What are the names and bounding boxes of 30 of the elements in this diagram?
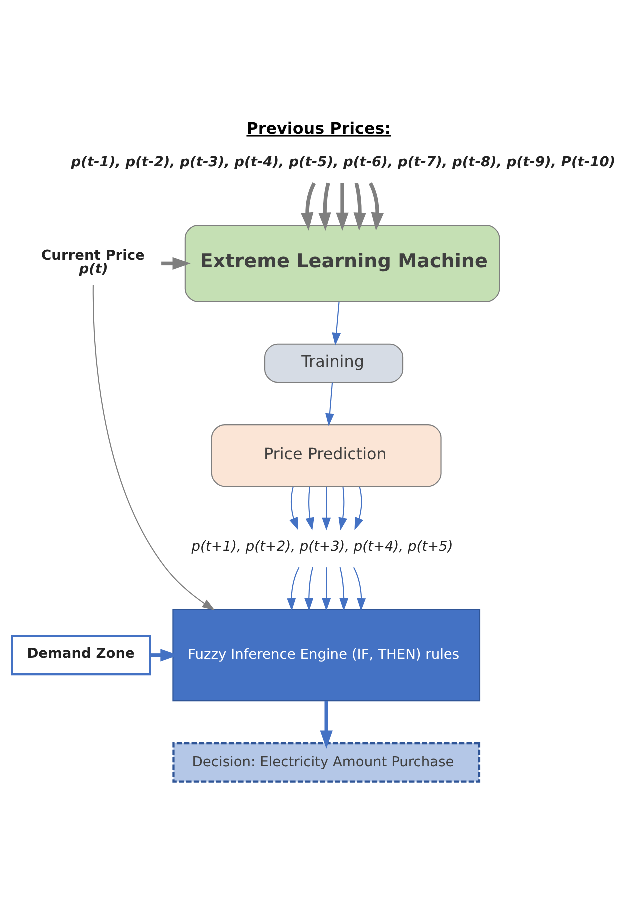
arrow bbox=[290, 486, 298, 531]
node-box: Demand Zone bbox=[11, 635, 152, 676]
arrow bbox=[368, 182, 384, 231]
node-box: Price Prediction bbox=[211, 424, 442, 488]
arrow bbox=[354, 486, 364, 531]
arrow bbox=[322, 568, 332, 612]
arrow bbox=[162, 257, 191, 270]
arrow bbox=[354, 182, 366, 231]
arrow bbox=[336, 183, 349, 231]
arrow bbox=[353, 567, 366, 612]
node-box: Extreme Learning Machine bbox=[184, 224, 500, 302]
arrow bbox=[322, 486, 332, 531]
arrow bbox=[92, 285, 216, 611]
diagram-title: Previous Prices: bbox=[246, 119, 392, 138]
arrow bbox=[320, 701, 333, 749]
node-text: p(t-1), p(t-2), p(t-3), p(t-4), p(t-5), p(t-6), p(t-7), p(t-8), p(t-9), P(t-10) bbox=[71, 154, 616, 170]
arrow bbox=[340, 567, 349, 612]
node-box: Training bbox=[264, 344, 404, 384]
node-box: Fuzzy Inference Engine (IF, THEN) rules bbox=[172, 609, 481, 702]
arrow bbox=[287, 567, 300, 612]
arrow bbox=[301, 182, 316, 231]
arrow bbox=[326, 382, 334, 426]
node-box: Decision: Electricity Amount Purchase bbox=[172, 742, 481, 783]
node-text: Current Price p(t) bbox=[42, 248, 145, 278]
arrow bbox=[332, 302, 342, 346]
arrow bbox=[306, 486, 314, 531]
arrow bbox=[304, 567, 314, 612]
arrow bbox=[338, 486, 348, 531]
node-text: p(t+1), p(t+2), p(t+3), p(t+4), p(t+5) bbox=[192, 538, 454, 555]
arrow bbox=[318, 182, 332, 231]
